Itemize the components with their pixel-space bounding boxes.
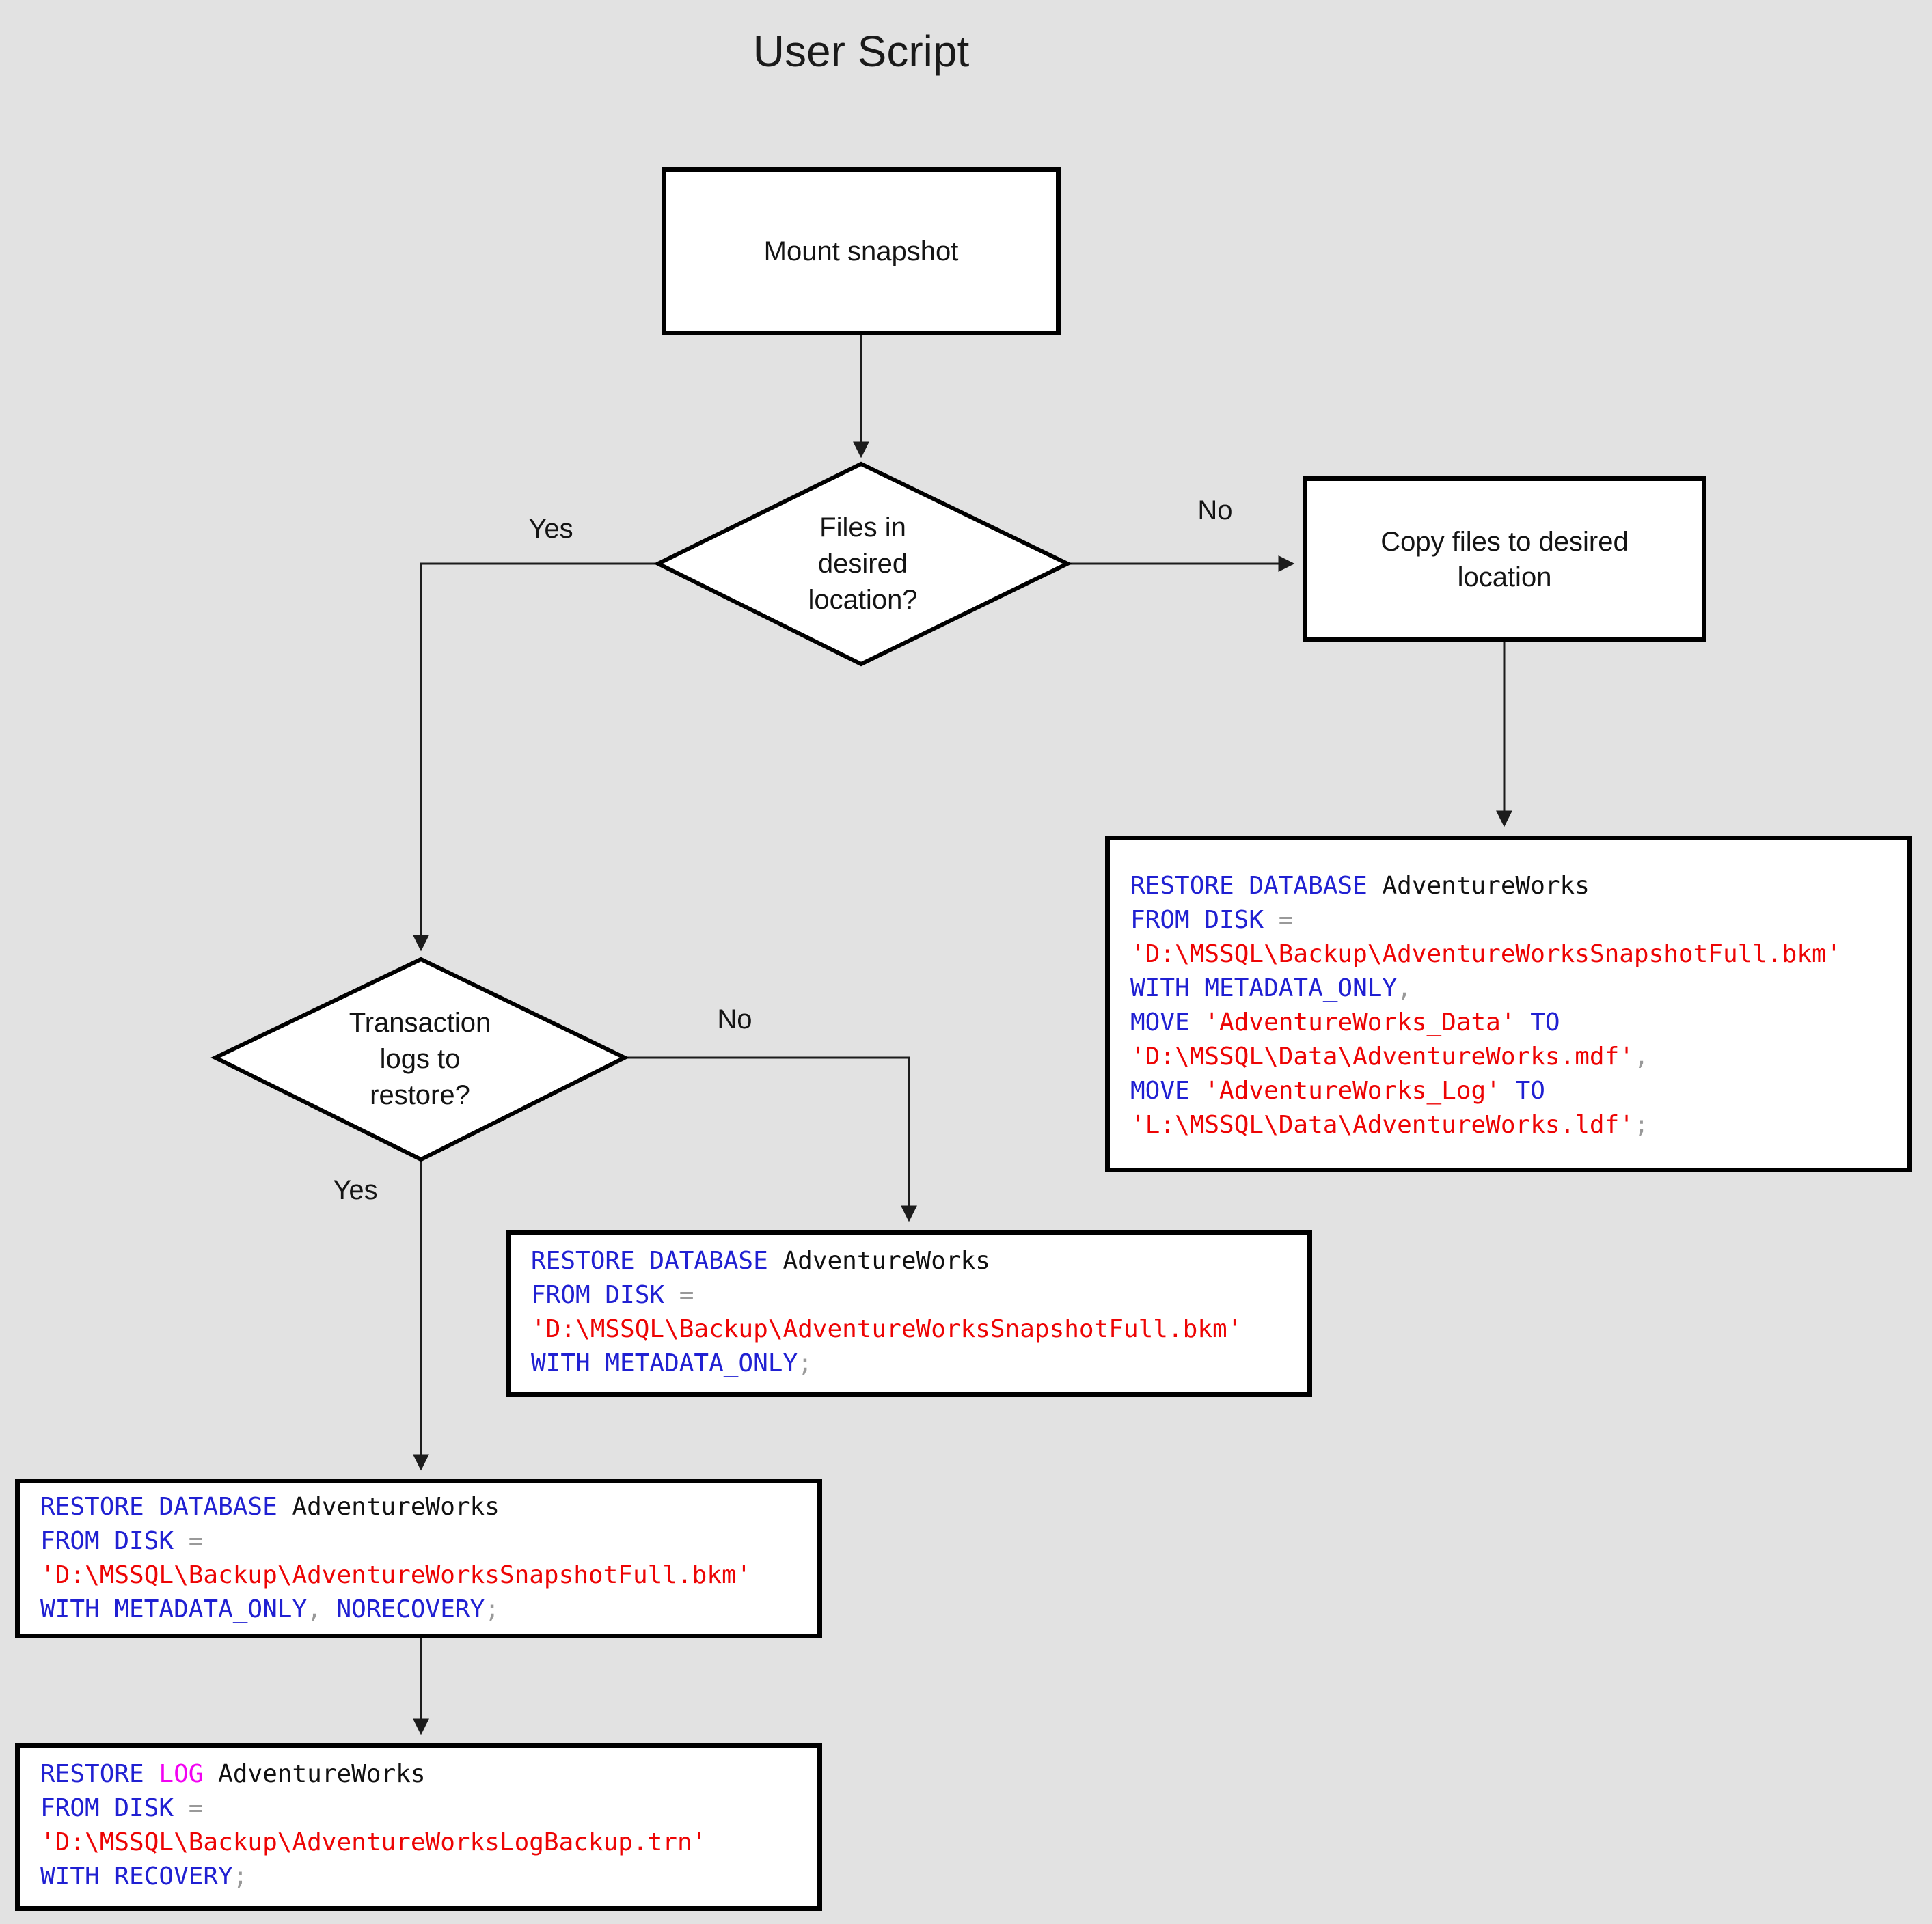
- code-line: 'D:\MSSQL\Backup\AdventureWorksSnapshotF…: [1130, 940, 1842, 968]
- code-line: FROM DISK =: [1130, 906, 1294, 934]
- edge-files-yes: [413, 562, 658, 952]
- files-decision-line: location?: [808, 585, 918, 615]
- edge-logs-no: [625, 1056, 917, 1222]
- edge-label-logs-yes: Yes: [333, 1175, 378, 1205]
- code-line: WITH METADATA_ONLY,: [1130, 974, 1412, 1002]
- code-line: RESTORE DATABASE AdventureWorks: [1130, 872, 1590, 900]
- code-line: WITH METADATA_ONLY;: [531, 1349, 813, 1377]
- files-decision-shape: [653, 461, 1072, 667]
- code-line: FROM DISK =: [40, 1527, 204, 1555]
- files-decision-line: Files in: [819, 512, 906, 542]
- code-line: MOVE 'AdventureWorks_Data' TO: [1130, 1008, 1560, 1036]
- logs-decision-line: logs to: [379, 1044, 461, 1074]
- code-line: 'D:\MSSQL\Backup\AdventureWorksSnapshotF…: [531, 1315, 1242, 1343]
- code-line: RESTORE DATABASE AdventureWorks: [531, 1247, 990, 1275]
- node-logs-decision: Transaction logs to restore?: [215, 959, 625, 1159]
- files-decision-line: desired: [817, 549, 908, 579]
- node-mount-snapshot: Mount snapshot: [662, 167, 1061, 335]
- code-line: MOVE 'AdventureWorks_Log' TO: [1130, 1077, 1545, 1105]
- copy-files-line: Copy files to desired: [1380, 526, 1629, 557]
- code-line: RESTORE DATABASE AdventureWorks: [40, 1493, 500, 1521]
- code-line: 'D:\MSSQL\Backup\AdventureWorksLogBackup…: [40, 1828, 707, 1856]
- edge-label-files-no: No: [1197, 495, 1233, 525]
- code-line: 'D:\MSSQL\Backup\AdventureWorksSnapshotF…: [40, 1561, 752, 1589]
- logs-decision-line: restore?: [370, 1080, 470, 1110]
- code-line: 'L:\MSSQL\Data\AdventureWorks.ldf';: [1130, 1111, 1649, 1139]
- code-line: WITH RECOVERY;: [40, 1863, 248, 1891]
- code-line: 'D:\MSSQL\Data\AdventureWorks.mdf',: [1130, 1043, 1649, 1071]
- node-copy-files: Copy files to desired location: [1303, 476, 1706, 642]
- code-line: FROM DISK =: [531, 1281, 694, 1309]
- copy-files-line: location: [1457, 562, 1552, 592]
- logs-decision-shape: [210, 957, 629, 1162]
- logs-decision-line: Transaction: [349, 1008, 491, 1038]
- node-files-decision: Files in desired location?: [658, 464, 1067, 664]
- code-line: FROM DISK =: [40, 1794, 204, 1822]
- edge-label-logs-no: No: [717, 1004, 752, 1034]
- node-mount-snapshot-label: Mount snapshot: [763, 236, 959, 266]
- edge-label-files-yes: Yes: [528, 514, 573, 544]
- code-line: RESTORE LOG AdventureWorks: [40, 1760, 426, 1788]
- node-copy-files-label: Copy files to desired location: [1380, 524, 1628, 595]
- code-line: WITH METADATA_ONLY, NORECOVERY;: [40, 1595, 500, 1623]
- page-title: User Script: [752, 27, 970, 76]
